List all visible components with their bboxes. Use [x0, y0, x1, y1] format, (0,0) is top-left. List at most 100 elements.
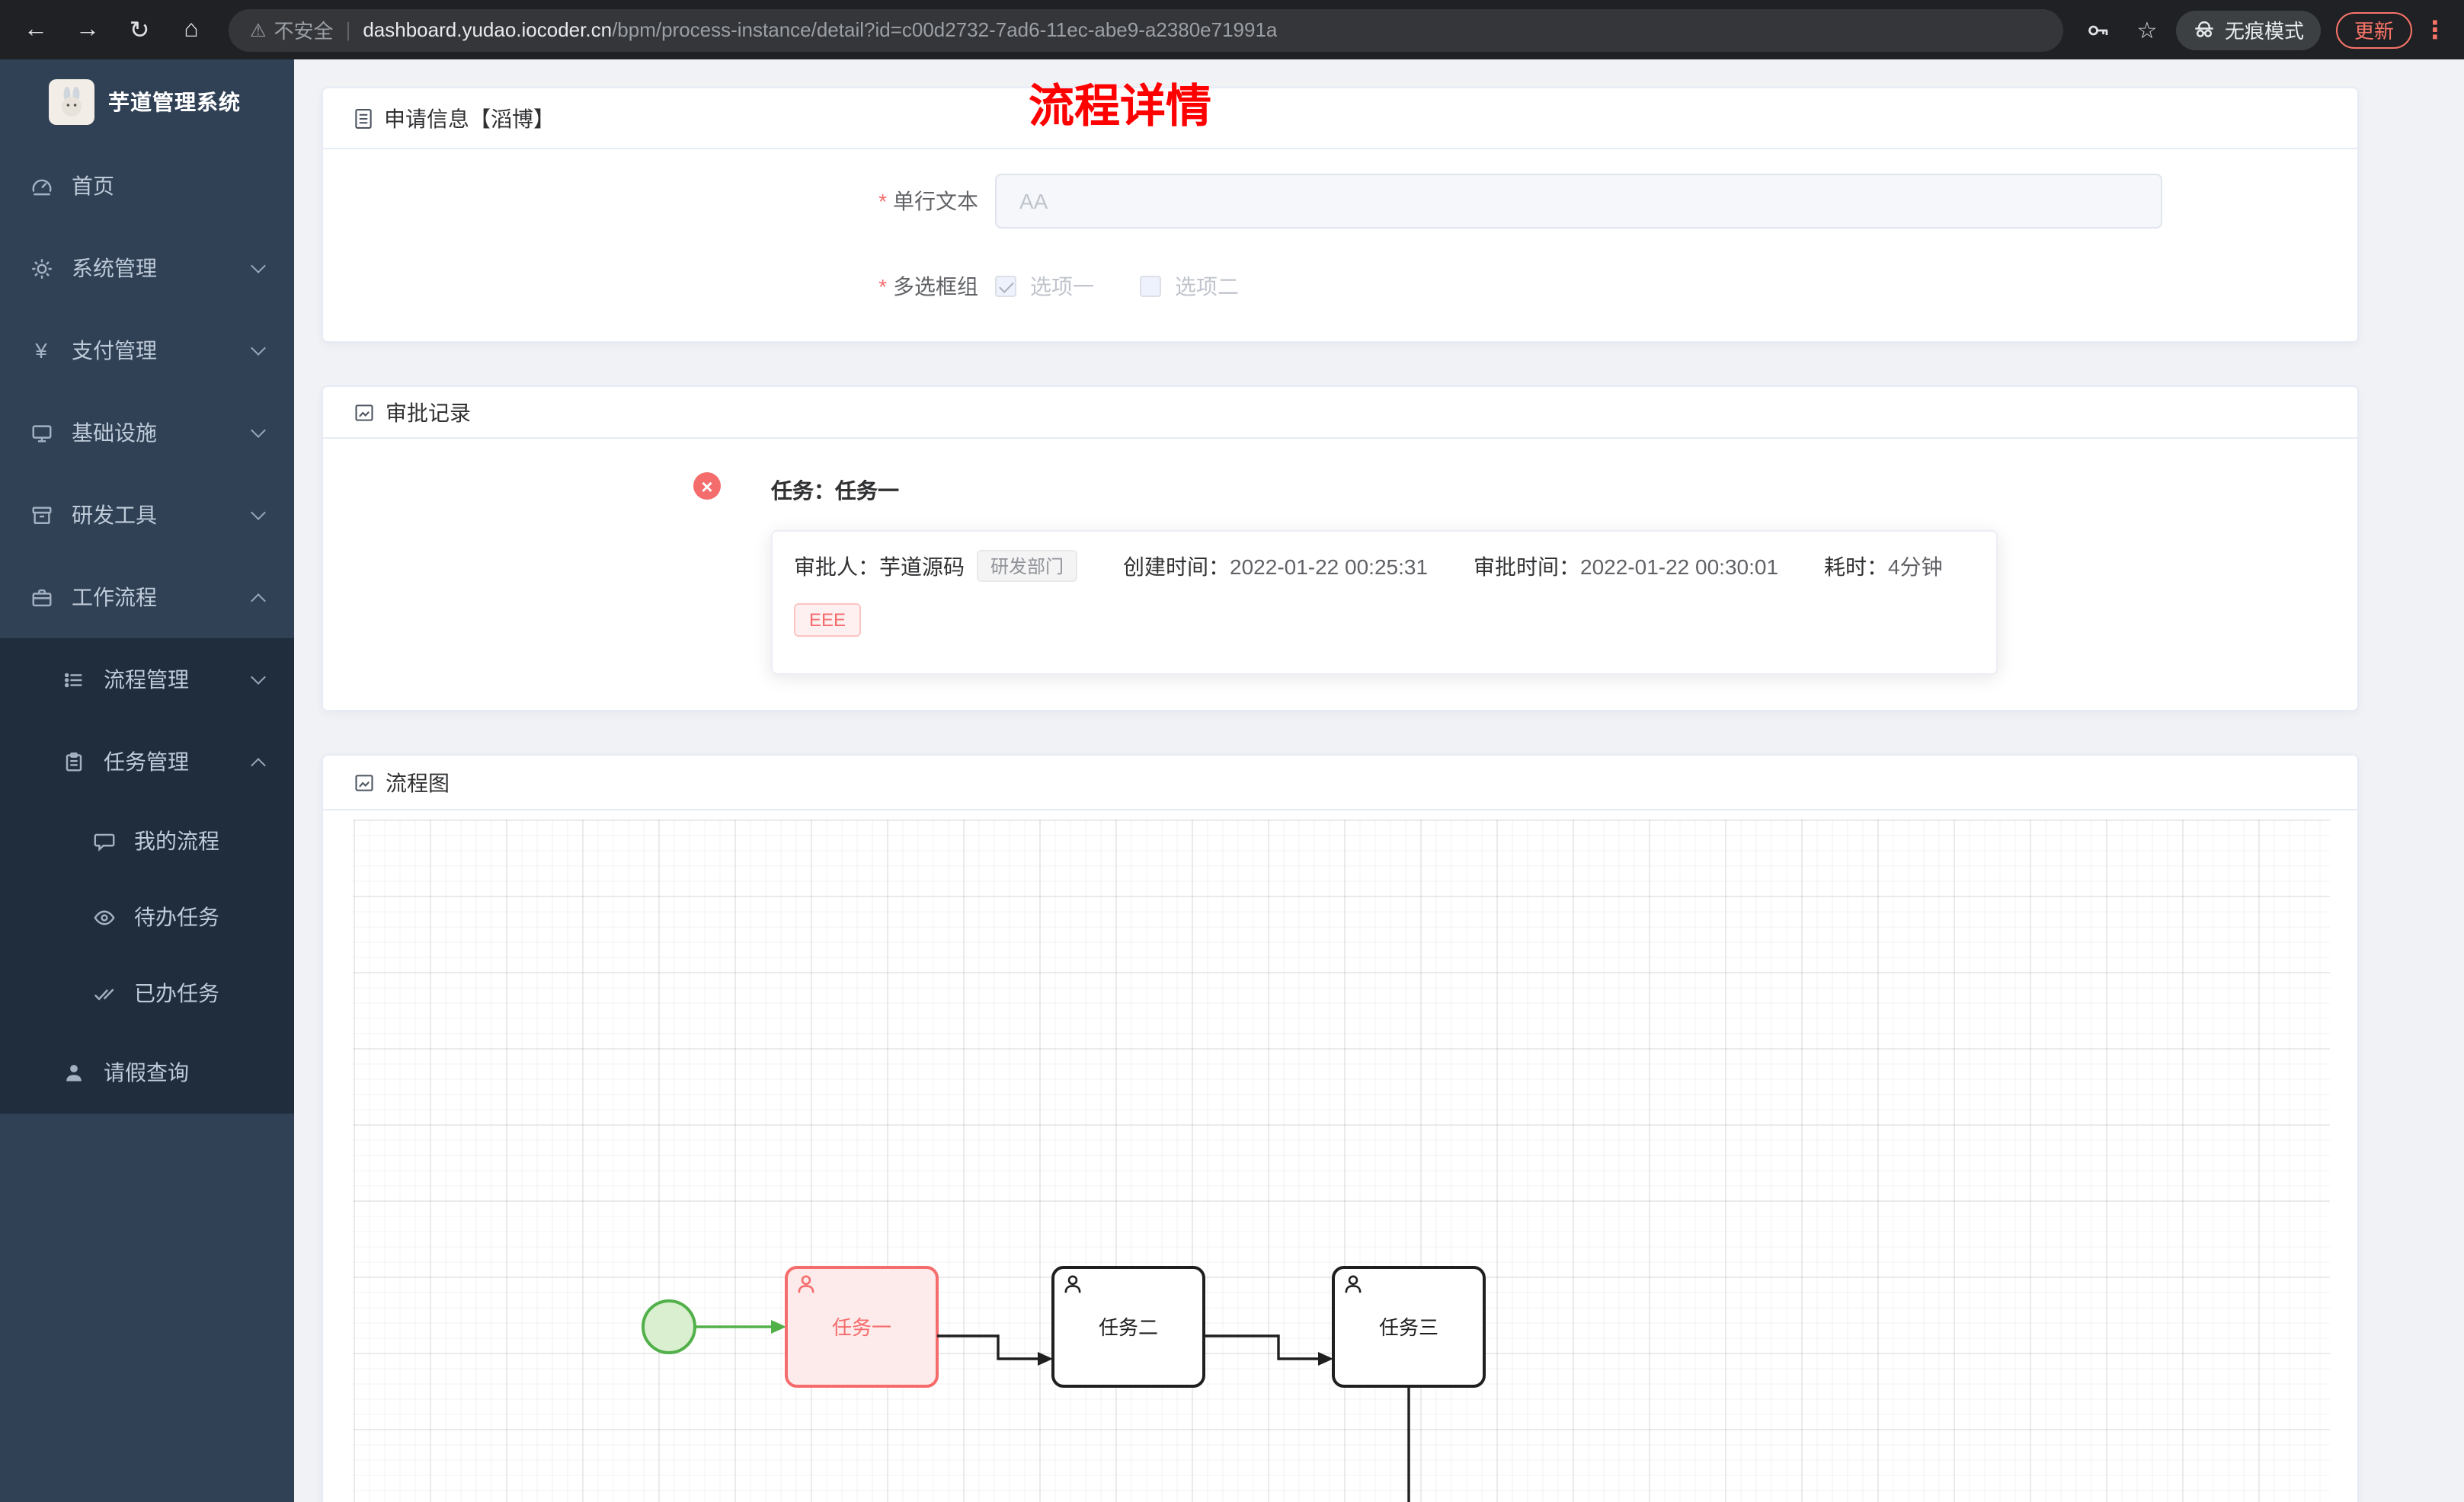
- arrowhead-black: [1038, 1352, 1053, 1366]
- briefcase-icon: [29, 585, 53, 609]
- incognito-icon: [2195, 21, 2213, 37]
- chevron-down-icon: [251, 423, 266, 438]
- eye-icon: [91, 905, 116, 929]
- chevron-down-icon: [251, 258, 266, 273]
- sidebar-item-my-process[interactable]: 我的流程: [0, 803, 294, 879]
- flow-diagram-card: 流程图: [322, 754, 2359, 1502]
- task-node-label: 任务三: [1379, 1316, 1438, 1339]
- bookmark-star-icon[interactable]: ☆: [2136, 18, 2158, 43]
- list-icon: [61, 667, 85, 692]
- back-icon[interactable]: ←: [24, 16, 48, 42]
- app-logo-row[interactable]: 芋道管理系统: [0, 59, 294, 145]
- sidebar-item-label: 流程管理: [104, 667, 189, 692]
- sidebar-item-label: 请假查询: [104, 1060, 189, 1085]
- sidebar-item-label: 待办任务: [134, 905, 219, 929]
- sidebar-item-task-mgmt[interactable]: 任务管理: [0, 721, 294, 803]
- not-secure-icon: ⚠: [250, 19, 267, 40]
- monitor-icon: [29, 420, 53, 445]
- sidebar-item-done-tasks[interactable]: 已办任务: [0, 955, 294, 1031]
- sequence-flow-1-2: [937, 1334, 1038, 1360]
- start-event-node[interactable]: [642, 1299, 696, 1354]
- sidebar-item-system[interactable]: 系统管理: [0, 227, 294, 309]
- sidebar-menu: 首页 系统管理 ¥ 支付管理: [0, 145, 294, 1114]
- sidebar-item-label: 支付管理: [72, 338, 157, 363]
- chevron-down-icon: [251, 505, 266, 520]
- app-title: 芋道管理系统: [108, 90, 241, 114]
- sidebar-item-label: 我的流程: [134, 829, 219, 853]
- sidebar-item-home[interactable]: 首页: [0, 145, 294, 227]
- workflow-submenu: 流程管理 任务管理: [0, 638, 294, 1114]
- home-icon[interactable]: ⌂: [184, 16, 199, 42]
- sidebar-item-infra[interactable]: 基础设施: [0, 391, 294, 474]
- record-frame-icon: [354, 401, 375, 423]
- task-title: 任务：任务一: [771, 478, 899, 503]
- chevron-down-icon: [251, 670, 266, 685]
- chat-bubble-icon: [91, 829, 116, 853]
- sidebar-item-payment[interactable]: ¥ 支付管理: [0, 309, 294, 391]
- address-bar[interactable]: ⚠ 不安全 | dashboard.yudao.iocoder.cn /bpm/…: [229, 8, 2063, 51]
- chevron-down-icon: [251, 340, 266, 356]
- rejected-status-icon: ×: [693, 472, 721, 500]
- approve-detail-card: 审批人： 芋道源码 研发部门 创建时间： 2022-01-22 00:25:31…: [771, 530, 1998, 675]
- create-time-label: 创建时间：: [1123, 554, 1230, 578]
- comment-tag-row: EEE: [794, 603, 1975, 637]
- gear-icon: [29, 256, 53, 280]
- chevron-up-icon: [251, 758, 266, 773]
- task-node-label: 任务二: [1099, 1316, 1158, 1339]
- chrome-update-button[interactable]: 更新: [2335, 11, 2412, 48]
- comment-tag: EEE: [794, 603, 862, 637]
- diagram-frame-icon: [354, 772, 375, 793]
- not-secure-label[interactable]: 不安全: [274, 20, 334, 43]
- dept-tag: 研发部门: [977, 550, 1078, 582]
- bpmn-canvas[interactable]: 任务一 任务二: [354, 820, 2330, 1502]
- sidebar-item-devtools[interactable]: 研发工具: [0, 474, 294, 556]
- approve-record-card-title: 审批记录: [386, 400, 471, 424]
- approver-name: 芋道源码: [879, 554, 965, 578]
- arrowhead-green: [771, 1320, 786, 1334]
- yen-icon: ¥: [35, 338, 47, 363]
- task-node-2[interactable]: 任务二: [1051, 1266, 1205, 1388]
- sidebar-item-todo-tasks[interactable]: 待办任务: [0, 879, 294, 955]
- reload-icon[interactable]: ↻: [129, 18, 150, 43]
- sequence-flow-2-3: [1204, 1334, 1318, 1360]
- clipboard-icon: [61, 749, 85, 774]
- sidebar-item-label: 任务管理: [104, 749, 189, 774]
- sidebar-item-label: 工作流程: [72, 585, 157, 609]
- approve-time-label: 审批时间：: [1474, 554, 1581, 578]
- sidebar-item-workflow[interactable]: 工作流程: [0, 556, 294, 638]
- chevron-up-icon: [251, 593, 266, 609]
- apply-info-card-title: 申请信息【滔博】: [384, 106, 555, 130]
- sidebar-item-process-mgmt[interactable]: 流程管理: [0, 638, 294, 721]
- forward-icon[interactable]: →: [75, 16, 100, 42]
- url-divider: |: [345, 18, 351, 41]
- flow-diagram-card-title: 流程图: [386, 770, 450, 794]
- checkbox-label: 选项二: [1175, 274, 1239, 299]
- checkbox-label: 选项一: [1030, 274, 1094, 299]
- password-key-icon[interactable]: [2078, 10, 2118, 50]
- approve-record-card: 审批记录 × 任务：任务一 审批人： 芋道源码 研发部门 创建时间： 2022-…: [322, 385, 2359, 711]
- sidebar-item-label: 已办任务: [134, 981, 219, 1005]
- apply-info-card-header: 申请信息【滔博】: [323, 88, 2357, 149]
- url-host: dashboard.yudao.iocoder.cn: [363, 18, 613, 41]
- incognito-label: 无痕模式: [2224, 20, 2304, 43]
- checkbox-box-unchecked: [1140, 276, 1161, 297]
- task-node-3[interactable]: 任务三: [1332, 1266, 1486, 1388]
- incognito-badge: 无痕模式: [2175, 10, 2321, 50]
- sidebar-item-label: 基础设施: [72, 420, 157, 445]
- create-time-value: 2022-01-22 00:25:31: [1230, 554, 1429, 578]
- sidebar-item-leave-query[interactable]: 请假查询: [0, 1031, 294, 1114]
- task-node-1[interactable]: 任务一: [785, 1266, 939, 1388]
- browser-menu-icon[interactable]: ⋮: [2423, 18, 2447, 43]
- text-field-label: *单行文本: [878, 189, 978, 213]
- checkbox-field-row: *多选框组 选项一 选项二: [323, 271, 2357, 302]
- main-content: 流程详情 申请信息【滔博】 *单行文本 *多选框组: [294, 59, 2464, 1502]
- approve-time-value: 2022-01-22 00:30:01: [1580, 554, 1779, 578]
- single-line-text-input: [995, 174, 2162, 228]
- arrowhead-black: [1318, 1352, 1333, 1366]
- approve-record-card-header: 审批记录: [323, 387, 2357, 439]
- double-check-icon: [91, 981, 116, 1005]
- task-node-label: 任务一: [832, 1316, 891, 1339]
- browser-toolbar: ← → ↻ ⌂ ⚠ 不安全 | dashboard.yudao.iocoder.…: [0, 0, 2464, 59]
- approve-meta-row: 审批人： 芋道源码 研发部门 创建时间： 2022-01-22 00:25:31…: [794, 550, 1975, 582]
